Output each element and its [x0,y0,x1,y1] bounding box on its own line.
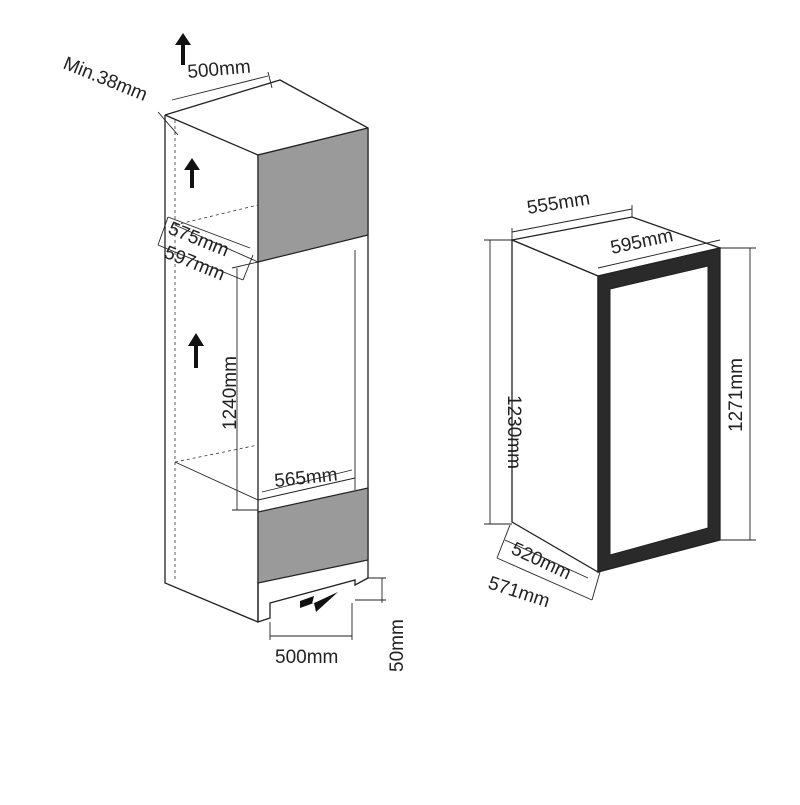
dim-line-width [157,244,244,281]
dim-tick [496,524,511,559]
cabinet-drawing [164,79,369,623]
cabinet-top-left [164,114,259,156]
dim-line-front-width [597,239,721,269]
upper-shelf-left [174,224,259,263]
arrow-up-icon [188,333,204,368]
dim-line-top-depth [511,208,633,233]
dim-line-base-depth [504,539,589,579]
dim-line-total-depth [496,557,593,601]
lower-drawer-panel [257,487,369,584]
cabinet-left-side [164,115,259,623]
hidden-shelf-bottom [174,444,259,463]
niche-bottom-front [257,477,356,501]
arrow-up-icon [184,158,200,188]
dim-tick [231,261,259,269]
dim-line-depth [167,216,251,249]
arrow-up-icon [175,33,191,65]
dim-tick [157,216,169,246]
dim-line-gap [157,111,179,136]
label-plinth-height: 50mm [387,619,408,672]
label-vent-depth: 500mm [187,57,252,83]
appliance-dimensions [484,205,756,601]
appliance-drawing [509,216,723,574]
dim-tick [242,254,254,281]
dim-line-inner-width [261,469,353,493]
label-inner-width: 565mm [273,464,338,492]
label-min-gap: Min.38mm [60,53,150,106]
label-total-depth: 571mm [485,573,552,613]
dim-line-vent [171,75,269,101]
plinth-top [269,579,356,604]
label-niche-height: 1240mm [220,356,241,430]
label-body-height: 1230mm [503,395,524,469]
label-plinth-depth: 500mm [275,647,338,668]
hidden-shelf-top [174,204,259,226]
label-top-depth: 555mm [525,188,591,219]
cabinet-dimensions [157,71,386,640]
airflow-arrows [175,33,338,612]
arrow-inflow-icon [300,592,338,612]
dim-tick [267,71,273,89]
cabinet-top-back [164,79,369,129]
dim-tick [591,571,601,601]
upper-panel [257,127,369,263]
lower-shelf-left [174,461,259,501]
door-glass [609,265,709,556]
label-total-height: 1271mm [726,358,747,432]
